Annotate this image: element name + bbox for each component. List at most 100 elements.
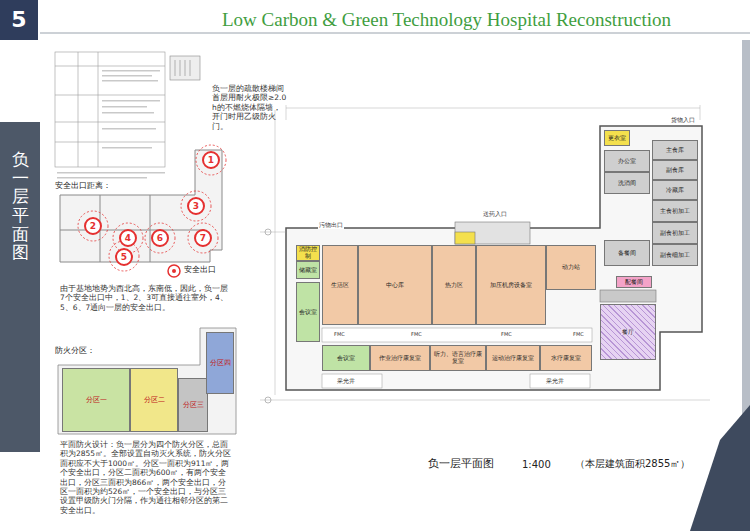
- plan-label: 防火分区：: [55, 346, 95, 356]
- table-text-lines: [57, 70, 165, 179]
- room-label: 分区四: [210, 359, 231, 367]
- room-box: 副食初加工: [652, 222, 698, 244]
- callout-number: 1: [208, 155, 214, 165]
- stair-icon: [170, 56, 200, 80]
- page-number-box: 5: [0, 0, 38, 40]
- callout-number: 6: [157, 233, 163, 243]
- exit-circle: 5: [115, 248, 133, 266]
- room-label: 5: [11, 7, 26, 32]
- room-label: 储藏室: [299, 267, 317, 274]
- side-band: 负一层平面图: [0, 122, 40, 452]
- legend-swatch: [168, 265, 180, 277]
- callout-number: 4: [125, 233, 131, 243]
- room-label: 餐厅: [621, 329, 635, 336]
- room-box: 会议室: [296, 282, 320, 342]
- room-box: 配餐间: [616, 276, 652, 288]
- room-label: 听力、语言治疗康复室: [432, 351, 484, 365]
- room-label: 冷藏库: [666, 187, 684, 194]
- fire-zone: 分区一: [62, 368, 130, 432]
- room-label: 更衣室: [608, 135, 626, 142]
- callout-number: 5: [121, 252, 127, 262]
- room-label: 备餐间: [618, 250, 636, 257]
- room-label: 副食库: [666, 167, 684, 174]
- floor-plan: [260, 105, 710, 403]
- plan-label: 采光井: [336, 377, 356, 385]
- note-text: 负一层的疏散楼梯间首层用耐火极限≥2.0h的不燃烧体隔墙，开门时用乙级防火门。: [212, 84, 288, 131]
- plan-label: FMC: [572, 331, 585, 337]
- room-box: 作业治疗康复室: [370, 345, 430, 371]
- room-box: 主食库: [652, 140, 698, 160]
- room-label: 副食细加工: [660, 252, 690, 259]
- right-strip: [742, 40, 750, 420]
- note-text: 由于基地地势为西北高，东南低，因此，负一层7个安全出口中，1、2、3可直接通往室…: [60, 284, 230, 312]
- exit-circle: 3: [187, 197, 205, 215]
- exit-circle: 2: [84, 217, 102, 235]
- room-label: 动力站: [562, 264, 580, 271]
- plan-label: （本层建筑面积2855㎡）: [575, 458, 690, 471]
- room-box: 动力站: [546, 245, 596, 290]
- room-label: 会议室: [337, 355, 355, 362]
- room-box: 更衣室: [604, 130, 630, 146]
- spec-table: [55, 52, 165, 167]
- room-label: 配餐间: [625, 279, 643, 286]
- room-label: 主食库: [666, 147, 684, 154]
- room-label: 加压机房设备室: [490, 282, 532, 289]
- room-label: 作业治疗康复室: [379, 355, 421, 362]
- room-box: 主食初加工: [652, 200, 698, 222]
- room-box: 备餐间: [604, 240, 650, 266]
- callout-number: 7: [200, 233, 206, 243]
- plan-label: FMC: [410, 331, 423, 337]
- zone-plan: [58, 328, 236, 434]
- corner-band: [690, 405, 750, 531]
- room-box: 生活区: [322, 245, 358, 325]
- exit-circle: 6: [151, 229, 169, 247]
- room-box: 洗消间: [604, 172, 650, 194]
- plan-label: 污物出口: [318, 221, 344, 229]
- top-rule: [40, 33, 750, 34]
- room-label: 洗消间: [618, 180, 636, 187]
- room-label: 分区三: [183, 401, 204, 409]
- room-box: 副食库: [652, 160, 698, 180]
- callout-number: 3: [193, 201, 199, 211]
- callout-number: 2: [90, 221, 96, 231]
- room-label: 消防控制: [298, 246, 318, 260]
- room-label: 副食初加工: [660, 230, 690, 237]
- room-label: 生活区: [331, 282, 349, 289]
- room-box: 消防控制: [296, 245, 320, 261]
- room-box: 会议室: [322, 345, 370, 371]
- room-label: 分区二: [144, 396, 165, 404]
- room-label: 办公室: [618, 158, 636, 165]
- exit-circle: 1: [202, 151, 220, 169]
- exit-radius: [78, 145, 226, 271]
- room-box: 餐厅: [600, 304, 656, 360]
- board-title: Low Carbon & Green Technology Hospital R…: [222, 8, 671, 32]
- evac-plan: [60, 150, 222, 262]
- plan-label: FMC: [333, 331, 346, 337]
- room-box: 办公室: [604, 150, 650, 172]
- legend-text: 安全出口: [184, 265, 216, 275]
- room-box: 冷藏库: [652, 180, 698, 200]
- plan-label: 1:400: [522, 459, 551, 472]
- room-label: 中心库: [386, 282, 404, 289]
- vertical-title: 负一层平面图: [12, 150, 29, 262]
- plan-label: 送药入口: [482, 210, 508, 218]
- room-label: 运动治疗康复室: [492, 355, 534, 362]
- room-label: 分区一: [86, 396, 107, 404]
- room-label: 热力区: [445, 282, 463, 289]
- room-box: 副食细加工: [652, 244, 698, 266]
- plan-label: 货物入口: [670, 116, 696, 124]
- room-box: 加压机房设备室: [476, 245, 546, 325]
- room-label: 水疗康复室: [551, 355, 581, 362]
- plan-label: 安全出口距离：: [55, 181, 111, 191]
- room-box: 热力区: [432, 245, 476, 325]
- plan-label: FMC: [500, 331, 513, 337]
- room-box: 储藏室: [296, 261, 320, 279]
- room-box: 运动治疗康复室: [486, 345, 540, 371]
- exit-circle: 7: [194, 229, 212, 247]
- room-box: 中心库: [358, 245, 432, 325]
- plan-label: 采光井: [545, 377, 565, 385]
- fire-zone: 分区三: [178, 378, 208, 432]
- fire-zone: 分区二: [130, 368, 178, 432]
- note-text: 平面防火设计：负一层分为四个防火分区，总面积为2855㎡。全部设置自动灭火系统，…: [60, 440, 234, 515]
- fire-zone: 分区四: [206, 332, 234, 394]
